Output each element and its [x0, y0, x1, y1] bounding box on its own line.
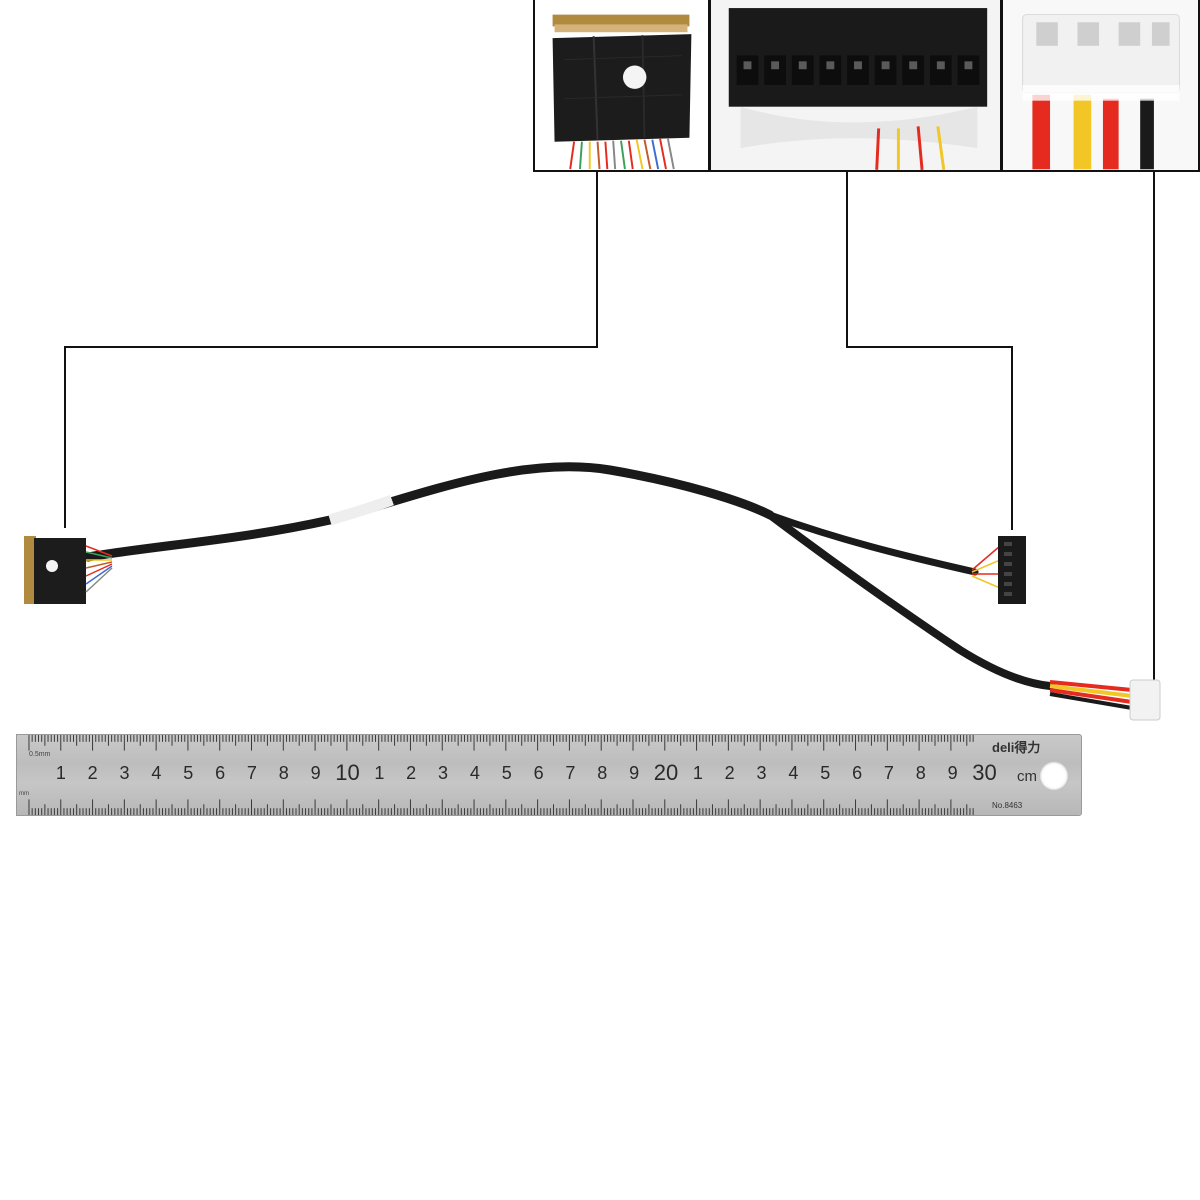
ruler-mm-label-top: 0.5mm [29, 751, 51, 758]
housing-connector-closeup-image [711, 0, 1000, 170]
ruler-number: 9 [947, 763, 958, 783]
ruler-number: 10 [335, 760, 360, 785]
ruler-number: 30 [972, 760, 997, 785]
ruler-number: 20 [653, 760, 679, 785]
power-connector-closeup-image [1003, 0, 1198, 170]
ruler-number: 8 [597, 763, 608, 783]
inset-housing-connector-closeup [709, 0, 1002, 172]
ruler-number: 1 [55, 763, 66, 783]
housing-connector [971, 536, 1026, 604]
ruler-number: 4 [788, 763, 799, 783]
ruler-number: 2 [87, 763, 98, 783]
ruler-hanging-hole [1039, 761, 1069, 791]
ruler-number: 9 [310, 763, 321, 783]
ruler-number: 8 [278, 763, 289, 783]
ruler-number: 7 [883, 763, 894, 783]
ruler-number: 6 [215, 763, 226, 783]
inset-lvds-connector-closeup [533, 0, 710, 172]
ruler-number: 7 [246, 763, 257, 783]
ruler-number: 6 [533, 763, 544, 783]
branch-cable-housing [766, 511, 979, 576]
ruler-unit: cm [1017, 768, 1037, 785]
ruler-number: 3 [756, 763, 767, 783]
inset-power-connector-closeup [1001, 0, 1200, 172]
main-cable [83, 462, 775, 562]
ruler-number: 3 [119, 763, 130, 783]
callout-line-lvds [64, 172, 598, 528]
ruler-number: 4 [469, 763, 480, 783]
callout-line-housing [846, 172, 1013, 530]
lvds-connector-closeup-image [535, 0, 708, 170]
cable-label-sleeve [328, 494, 394, 526]
ruler-brand: deli得力 [992, 740, 1041, 755]
ruler-number: 5 [820, 763, 831, 783]
lvds-connector [24, 536, 113, 604]
ruler-number: 3 [438, 763, 449, 783]
ruler-number: 1 [692, 763, 703, 783]
ruler-number: 8 [915, 763, 926, 783]
ruler-tick-marks [28, 735, 974, 815]
ruler-number: 5 [501, 763, 512, 783]
ruler-number: 6 [852, 763, 863, 783]
power-connector [1049, 679, 1161, 721]
ruler-number: 1 [374, 763, 385, 783]
ruler-number: 9 [629, 763, 640, 783]
ruler-number: 2 [724, 763, 735, 783]
ruler-model: No.8463 [992, 801, 1023, 810]
ruler-number: 5 [183, 763, 194, 783]
ruler-number: 4 [151, 763, 162, 783]
branch-cable-power [766, 511, 1054, 690]
ruler-number: 7 [565, 763, 576, 783]
ruler-number: 2 [406, 763, 417, 783]
ruler-mm-label-bottom: mm [19, 791, 29, 797]
